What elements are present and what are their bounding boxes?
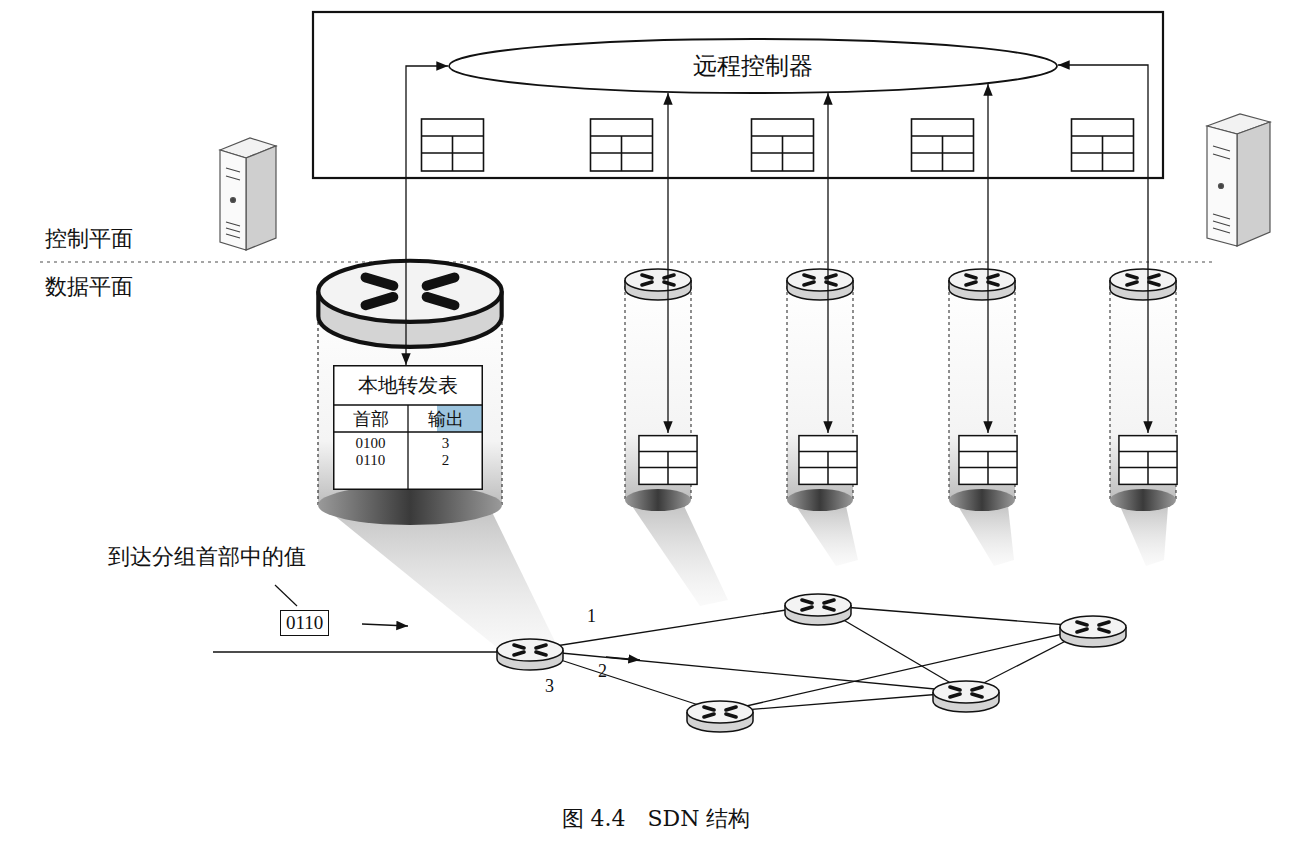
drawing-part bbox=[231, 198, 236, 203]
table-cell: 2 bbox=[408, 452, 483, 469]
drawing-part bbox=[1058, 65, 1148, 433]
drawing-part bbox=[530, 605, 818, 650]
drawing-part bbox=[720, 692, 966, 712]
drawing-part bbox=[827, 93, 828, 433]
packet-arrow bbox=[362, 624, 408, 626]
drawing-part bbox=[606, 657, 640, 660]
drawing-part bbox=[1110, 269, 1176, 300]
drawing-part bbox=[987, 84, 988, 433]
drawing-part bbox=[818, 605, 1093, 627]
table-cell: 3 bbox=[408, 435, 483, 452]
port-number: 1 bbox=[587, 606, 596, 627]
drawing-part bbox=[1119, 436, 1177, 485]
drawing-part bbox=[213, 651, 505, 652]
drawing-part bbox=[720, 627, 1093, 712]
drawing-part bbox=[1110, 489, 1176, 511]
router-cylinder bbox=[318, 261, 502, 525]
drawing-part bbox=[625, 269, 691, 300]
table-border bbox=[334, 366, 483, 490]
plane-label: 数据平面 bbox=[45, 272, 133, 302]
drawing-part bbox=[625, 489, 691, 511]
projection-cones bbox=[330, 506, 1168, 656]
drawing-part bbox=[318, 485, 502, 525]
controller-ellipse: 远程控制器 bbox=[448, 38, 1058, 94]
drawing-part bbox=[958, 506, 1014, 566]
drawing-part bbox=[949, 269, 1015, 300]
table-cell: 0100 bbox=[333, 435, 408, 452]
drawing-part bbox=[1072, 119, 1134, 171]
plane-divider bbox=[40, 261, 1215, 263]
drawing-part bbox=[632, 506, 728, 606]
table-title: 本地转发表 bbox=[333, 372, 483, 398]
network-links bbox=[213, 605, 1093, 712]
drawing-part bbox=[785, 594, 851, 625]
drawing-part bbox=[246, 146, 276, 250]
plane-label: 控制平面 bbox=[45, 224, 133, 254]
drawing-part bbox=[1060, 616, 1126, 647]
router-cylinder bbox=[949, 269, 1017, 511]
drawing-part bbox=[752, 119, 814, 171]
table-cell: 0110 bbox=[333, 452, 408, 469]
network-routers bbox=[497, 594, 1126, 732]
server-icon bbox=[1207, 114, 1270, 246]
drawing-part bbox=[787, 269, 853, 300]
drawing-part bbox=[912, 119, 974, 171]
drawing-part bbox=[1213, 146, 1230, 233]
callout-text: 到达分组首部中的值 bbox=[108, 542, 306, 572]
drawing-part bbox=[799, 436, 857, 485]
drawing-part bbox=[639, 436, 697, 485]
server-icon bbox=[220, 138, 276, 250]
drawing-part bbox=[787, 489, 853, 511]
port-number: 2 bbox=[598, 661, 607, 682]
figure-caption: 图 4.4 SDN 结构 bbox=[0, 804, 1312, 834]
control-arrows bbox=[668, 65, 1148, 433]
router-cylinder bbox=[787, 269, 857, 511]
drawing-part bbox=[1207, 126, 1237, 246]
drawing-part bbox=[330, 512, 562, 656]
port-number: 3 bbox=[545, 676, 554, 697]
router-cylinder bbox=[1110, 269, 1177, 511]
drawing-part bbox=[796, 506, 858, 566]
packet-header-value: 0110 bbox=[286, 612, 323, 634]
drawing-part bbox=[1219, 184, 1224, 189]
forwarding-table: 本地转发表首部输出0100301102 bbox=[333, 365, 483, 490]
controller-tables bbox=[422, 119, 1134, 171]
table-rules bbox=[333, 405, 483, 490]
drawing-part bbox=[318, 261, 501, 347]
packet-header-box: 0110 bbox=[280, 610, 329, 636]
control-connector bbox=[406, 66, 448, 365]
drawing-part bbox=[959, 436, 1017, 485]
drawing-part bbox=[226, 168, 240, 238]
drawing-part bbox=[933, 681, 999, 712]
ellipse-shape bbox=[449, 39, 1057, 93]
controller-label: 远程控制器 bbox=[693, 50, 813, 82]
drawing-part bbox=[1237, 122, 1270, 246]
drawing-part bbox=[667, 93, 668, 433]
router-cylinder bbox=[625, 269, 697, 511]
table-header: 输出 bbox=[408, 408, 483, 430]
control-frame bbox=[313, 12, 1163, 178]
drawing-part bbox=[220, 150, 246, 250]
drawing-part bbox=[422, 119, 484, 171]
drawing-part bbox=[497, 639, 563, 670]
leader-line bbox=[275, 585, 297, 606]
drawing-part bbox=[687, 701, 753, 732]
drawing-part bbox=[949, 489, 1015, 511]
drawing-part bbox=[1120, 506, 1168, 566]
table-header: 首部 bbox=[333, 408, 408, 430]
drawing-part bbox=[591, 119, 653, 171]
